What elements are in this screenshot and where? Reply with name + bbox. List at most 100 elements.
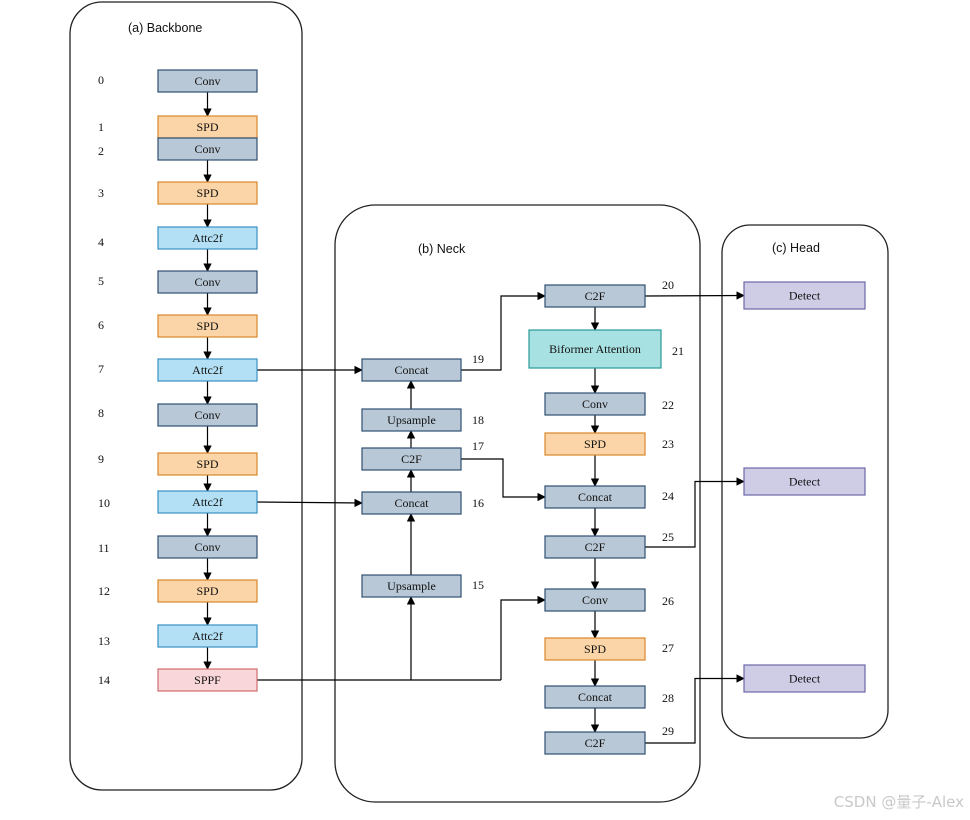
backbone-layer-8-label: Conv bbox=[194, 408, 220, 422]
backbone-layer-2: Conv bbox=[157, 137, 258, 161]
backbone-layer-6: SPD bbox=[157, 314, 258, 338]
neck-layer-18: Upsample bbox=[361, 408, 462, 432]
backbone-layer-11-label: Conv bbox=[194, 540, 220, 554]
panel-neck bbox=[334, 204, 701, 803]
neck-layer-26-box bbox=[544, 588, 646, 612]
backbone-layer-4-label: Attc2f bbox=[192, 231, 223, 245]
backbone-layer-3-box bbox=[157, 181, 258, 205]
backbone-layer-7: Attc2f bbox=[157, 358, 258, 382]
backbone-layer-4-box bbox=[157, 226, 258, 250]
neck-layer-16-label: Concat bbox=[395, 496, 430, 510]
backbone-layer-14-box bbox=[157, 668, 258, 692]
neck-layer-16: Concat bbox=[361, 491, 462, 515]
head-detect-2-label: Detect bbox=[789, 475, 821, 489]
edge-concat19-c2f20 bbox=[461, 291, 546, 371]
edge-c2f17-concat24 bbox=[461, 458, 546, 502]
head-detect-1: Detect bbox=[743, 281, 866, 310]
neck-index-28: 28 bbox=[662, 691, 674, 705]
backbone-index-12: 12 bbox=[98, 584, 110, 598]
neck-layer-25-box bbox=[544, 535, 646, 559]
head-detect-1-label: Detect bbox=[789, 289, 821, 303]
neck-layer-25-label: C2F bbox=[585, 540, 606, 554]
neck-index-20: 20 bbox=[662, 278, 674, 292]
backbone-index-0: 0 bbox=[98, 73, 104, 87]
neck-index-17: 17 bbox=[472, 439, 484, 453]
neck-layer-23: SPD bbox=[544, 432, 646, 456]
backbone-index-9: 9 bbox=[98, 452, 104, 466]
neck-layer-27-box bbox=[544, 637, 646, 661]
panel-title-backbone: (a) Backbone bbox=[128, 21, 202, 35]
panel-title-head: (c) Head bbox=[772, 241, 820, 255]
neck-layer-21: Biformer Attention bbox=[528, 329, 662, 369]
backbone-layer-2-label: Conv bbox=[194, 142, 220, 156]
backbone-layer-11-box bbox=[157, 535, 258, 559]
backbone-layer-10-box bbox=[157, 490, 258, 514]
backbone-layer-0-label: Conv bbox=[194, 74, 220, 88]
neck-index-26: 26 bbox=[662, 594, 674, 608]
backbone-layer-5: Conv bbox=[157, 270, 258, 294]
edge-c2f29-detect3 bbox=[645, 674, 745, 744]
neck-layer-22-label: Conv bbox=[582, 397, 608, 411]
backbone-index-8: 8 bbox=[98, 406, 104, 420]
neck-layer-17-label: C2F bbox=[401, 452, 422, 466]
neck-index-15: 15 bbox=[472, 578, 484, 592]
neck-index-29: 29 bbox=[662, 724, 674, 738]
backbone-index-13: 13 bbox=[98, 634, 110, 648]
neck-index-23: 23 bbox=[662, 437, 674, 451]
neck-layer-28-label: Concat bbox=[578, 690, 613, 704]
watermark: CSDN @量子-Alex bbox=[833, 793, 964, 811]
backbone-layer-0: Conv bbox=[157, 69, 258, 93]
neck-layer-21-box bbox=[528, 329, 662, 369]
neck-layer-15-label: Upsample bbox=[387, 579, 436, 593]
neck-index-21: 21 bbox=[672, 344, 684, 358]
neck-layer-24-label: Concat bbox=[578, 490, 613, 504]
neck-layer-16-box bbox=[361, 491, 462, 515]
backbone-layer-5-label: Conv bbox=[194, 275, 220, 289]
backbone-index-11: 11 bbox=[98, 541, 110, 555]
neck-layer-23-label: SPD bbox=[584, 437, 606, 451]
backbone-layer-14-label: SPPF bbox=[194, 673, 221, 687]
neck-layer-24-box bbox=[544, 485, 646, 509]
head-detect-2: Detect bbox=[743, 467, 866, 496]
neck-index-16: 16 bbox=[472, 496, 484, 510]
backbone-layer-8: Conv bbox=[157, 403, 258, 427]
neck-layer-17-box bbox=[361, 447, 462, 471]
backbone-layer-6-box bbox=[157, 314, 258, 338]
neck-layer-27-label: SPD bbox=[584, 642, 606, 656]
backbone-layer-11: Conv bbox=[157, 535, 258, 559]
edge-c2f25-detect2 bbox=[645, 477, 745, 548]
neck-layer-29-label: C2F bbox=[585, 736, 606, 750]
backbone-layer-1-label: SPD bbox=[196, 120, 218, 134]
neck-layer-19: Concat bbox=[361, 358, 462, 382]
backbone-layer-1: SPD bbox=[157, 115, 258, 139]
backbone-layer-12-box bbox=[157, 579, 258, 603]
neck-layer-27: SPD bbox=[544, 637, 646, 661]
neck-layer-25: C2F bbox=[544, 535, 646, 559]
backbone-layer-8-box bbox=[157, 403, 258, 427]
neck-layer-17: C2F bbox=[361, 447, 462, 471]
edge-attc10-concat16 bbox=[256, 498, 363, 508]
edge-sppf-conv26 bbox=[500, 595, 546, 680]
neck-layer-28: Concat bbox=[544, 685, 646, 709]
neck-layer-15: Upsample bbox=[361, 574, 462, 598]
backbone-layer-13-box bbox=[157, 624, 258, 648]
neck-layer-26: Conv bbox=[544, 588, 646, 612]
neck-index-22: 22 bbox=[662, 398, 674, 412]
neck-index-18: 18 bbox=[472, 413, 484, 427]
neck-layer-20-box bbox=[544, 284, 646, 308]
neck-layer-20: C2F bbox=[544, 284, 646, 308]
backbone-layer-9: SPD bbox=[157, 452, 258, 476]
backbone-layer-13-label: Attc2f bbox=[192, 629, 223, 643]
backbone-layer-14: SPPF bbox=[157, 668, 258, 692]
neck-layer-26-label: Conv bbox=[582, 593, 608, 607]
backbone-layer-2-box bbox=[157, 137, 258, 161]
neck-layer-20-label: C2F bbox=[585, 289, 606, 303]
neck-layer-19-label: Concat bbox=[395, 363, 430, 377]
backbone-index-3: 3 bbox=[98, 186, 104, 200]
backbone-index-14: 14 bbox=[98, 673, 110, 687]
backbone-layer-4: Attc2f bbox=[157, 226, 258, 250]
head-detect-1-box bbox=[743, 281, 866, 310]
backbone-index-7: 7 bbox=[98, 362, 104, 376]
backbone-layer-7-box bbox=[157, 358, 258, 382]
